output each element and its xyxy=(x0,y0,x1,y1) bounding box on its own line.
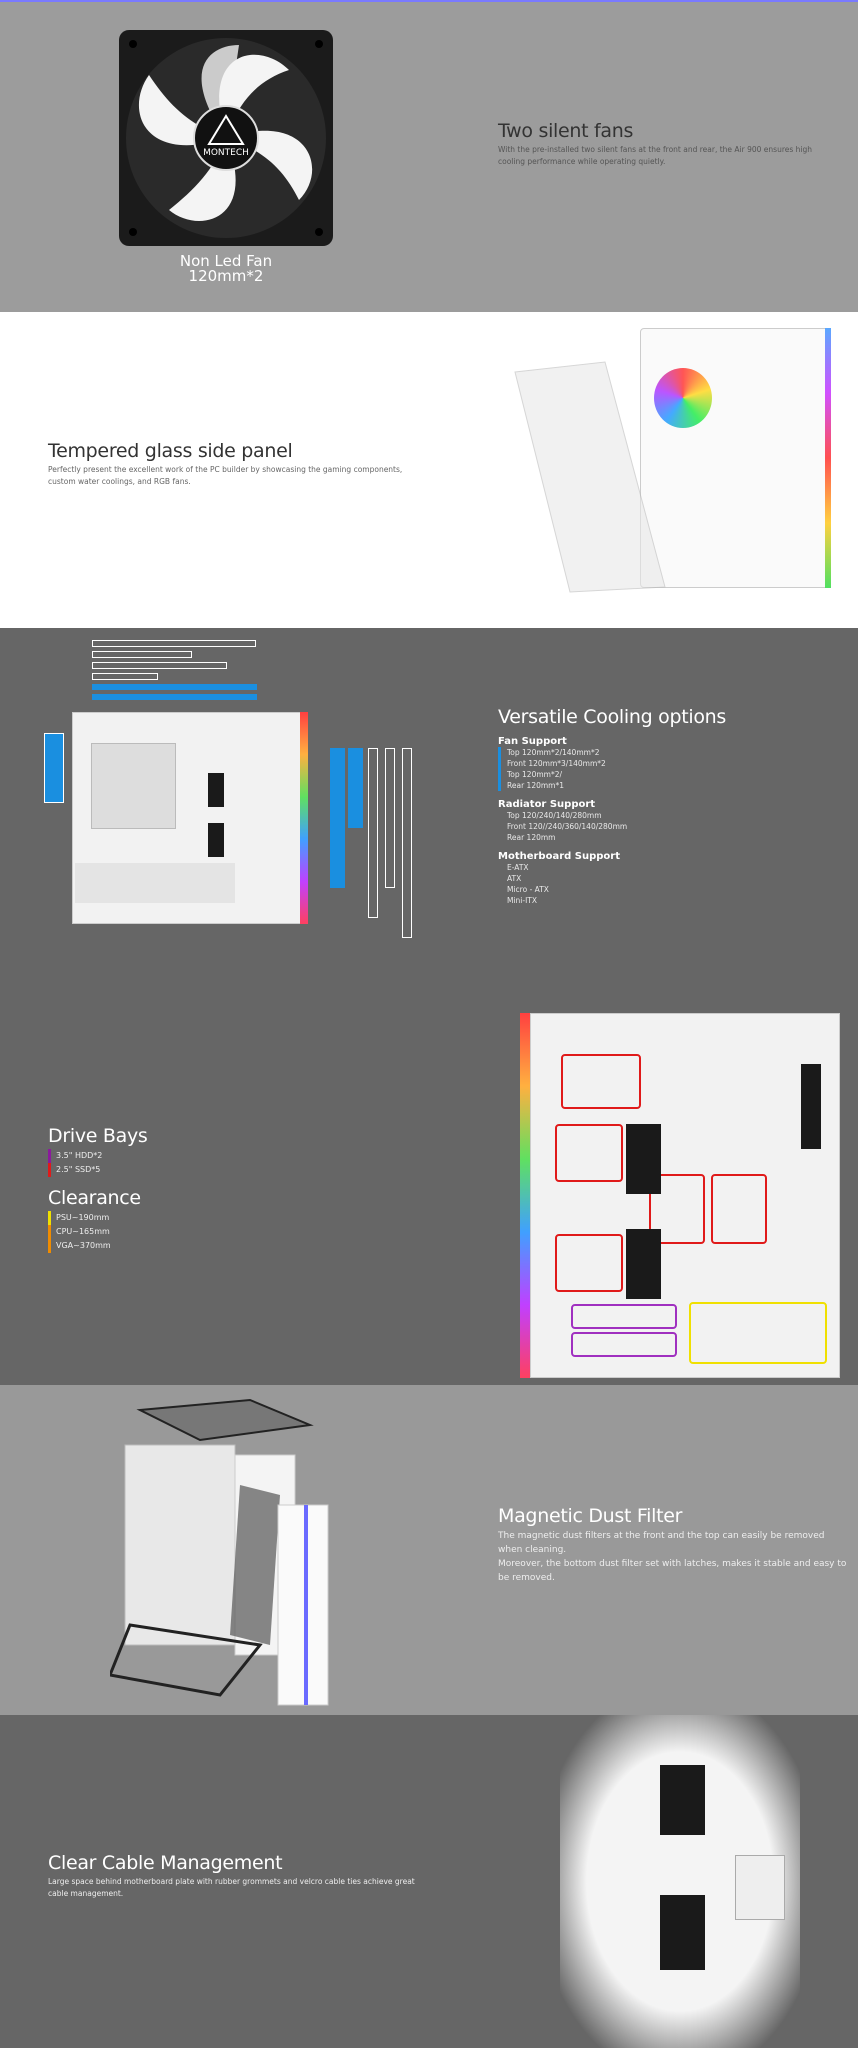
fan-support-item: Front 120mm*3/140mm*2 xyxy=(498,758,818,769)
fan-blades-icon xyxy=(126,38,326,238)
dust-desc-1: The magnetic dust filters at the front a… xyxy=(498,1531,825,1555)
cable-section: Clear Cable Management Large space behin… xyxy=(0,1715,858,2048)
fans-title: Two silent fans xyxy=(498,120,634,142)
radiator-support-item: Top 120/240/140/280mm xyxy=(507,811,602,820)
motherboard-support-item: ATX xyxy=(507,874,522,883)
case-interior-image xyxy=(530,1013,840,1378)
fan-image: MONTECH xyxy=(119,30,333,246)
motherboard-support-item: E-ATX xyxy=(507,863,529,872)
cable-management-image xyxy=(560,1715,800,2048)
clearance-vga: VGA~370mm xyxy=(48,1239,248,1253)
radiator-support-item: Rear 120mm xyxy=(507,833,556,842)
fan-support-item: Top 120mm*2/ xyxy=(498,769,818,780)
case-glass-image xyxy=(640,328,845,593)
dust-filter-section: Magnetic Dust Filter The magnetic dust f… xyxy=(0,1385,858,1715)
fans-section: MONTECH Non Led Fan 120mm*2 Two silent f… xyxy=(0,0,858,312)
clearance-cpu: CPU~165mm xyxy=(48,1225,248,1239)
cooling-title: Versatile Cooling options xyxy=(498,706,726,728)
fan-support-label: Fan Support xyxy=(498,736,567,747)
motherboard-support-item: Micro - ATX xyxy=(507,885,549,894)
drives-section: Drive Bays 3.5" HDD*2 2.5" SSD*5 Clearan… xyxy=(0,1005,858,1385)
motherboard-support-item: Mini-ITX xyxy=(507,896,538,905)
drive-item-ssd: 2.5" SSD*5 xyxy=(48,1163,248,1177)
fan-support-item: Top 120mm*2/140mm*2 xyxy=(498,747,818,758)
fan-caption-line1: Non Led Fan xyxy=(179,252,273,270)
radiator-outline-icon xyxy=(92,640,257,698)
fans-desc: With the pre-installed two silent fans a… xyxy=(498,145,813,166)
glass-desc: Perfectly present the excellent work of … xyxy=(48,465,403,486)
cable-title: Clear Cable Management xyxy=(48,1852,283,1874)
glass-section: Tempered glass side panel Perfectly pres… xyxy=(0,312,858,628)
radiator-support-item: Front 120//240/360/140/280mm xyxy=(507,822,628,831)
fan-logo-text: MONTECH xyxy=(203,148,249,158)
cooling-section: Versatile Cooling options Fan Support To… xyxy=(0,628,858,1005)
case-side-image xyxy=(72,712,304,924)
fan-caption-line2: 120mm*2 xyxy=(188,267,264,285)
dust-title: Magnetic Dust Filter xyxy=(498,1505,683,1527)
glass-title: Tempered glass side panel xyxy=(48,440,293,462)
motherboard-support-label: Motherboard Support xyxy=(498,851,621,862)
cable-desc: Large space behind motherboard plate wit… xyxy=(48,1877,415,1898)
radiator-support-label: Radiator Support xyxy=(498,799,596,810)
glass-panel-icon xyxy=(514,361,666,593)
fan-support-item: Rear 120mm*1 xyxy=(498,780,818,791)
clearance-title: Clearance xyxy=(48,1187,141,1209)
drives-title: Drive Bays xyxy=(48,1125,148,1147)
dust-desc-2: Moreover, the bottom dust filter set wit… xyxy=(498,1559,847,1583)
drive-item-hdd: 3.5" HDD*2 xyxy=(48,1149,248,1163)
case-exploded-image xyxy=(110,1398,329,1706)
clearance-psu: PSU~190mm xyxy=(48,1211,248,1225)
